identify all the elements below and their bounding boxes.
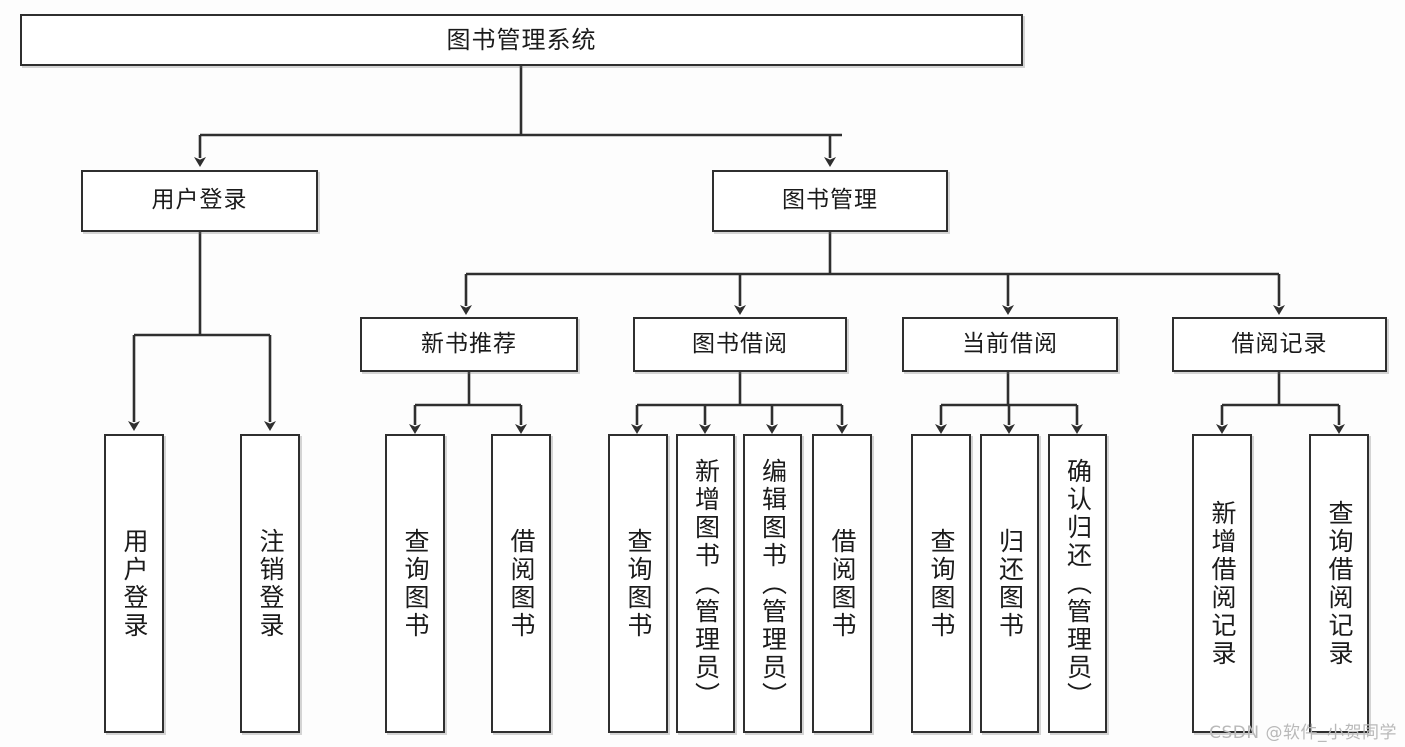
leaf-confirm-return-admin[interactable]: 确认归还（管理员）: [1048, 434, 1107, 733]
leaf-user-login[interactable]: 用户登录: [104, 434, 164, 733]
leaf-label: 新增借阅记录: [1208, 499, 1237, 668]
node-new-book-recommend[interactable]: 新书推荐: [360, 317, 578, 372]
node-label: 新书推荐: [421, 330, 517, 357]
watermark-text: CSDN @软件_小贺同学: [1209, 723, 1397, 743]
leaf-query-borrow-record[interactable]: 查询借阅记录: [1309, 434, 1369, 733]
node-label: 当前借阅: [962, 330, 1058, 357]
leaf-label: 用户登录: [120, 527, 149, 640]
leaf-label: 确认归还（管理员）: [1063, 457, 1093, 710]
leaf-label: 借阅图书: [507, 527, 536, 640]
node-user-login[interactable]: 用户登录: [81, 170, 318, 232]
leaf-label: 注销登录: [256, 527, 285, 640]
node-current-borrow[interactable]: 当前借阅: [902, 317, 1118, 372]
leaf-borrow-book-newbook[interactable]: 借阅图书: [491, 434, 551, 733]
leaf-logout[interactable]: 注销登录: [240, 434, 300, 733]
leaf-label: 查询图书: [624, 527, 653, 640]
leaf-label: 归还图书: [995, 527, 1025, 640]
leaf-add-book-admin[interactable]: 新增图书（管理员）: [676, 434, 735, 733]
node-label: 图书管理: [782, 187, 878, 214]
leaf-label: 查询图书: [401, 527, 430, 640]
leaf-return-book[interactable]: 归还图书: [980, 434, 1039, 733]
leaf-query-book-borrow[interactable]: 查询图书: [608, 434, 668, 733]
leaf-query-book-current[interactable]: 查询图书: [911, 434, 971, 733]
leaf-label: 借阅图书: [828, 527, 857, 640]
leaf-label: 查询图书: [927, 527, 956, 640]
node-label: 图书借阅: [692, 330, 788, 357]
node-label: 图书管理系统: [446, 25, 597, 54]
node-book-management[interactable]: 图书管理: [712, 170, 948, 232]
node-root-system[interactable]: 图书管理系统: [20, 14, 1023, 66]
leaf-query-book-newbook[interactable]: 查询图书: [385, 434, 445, 733]
node-borrow-record[interactable]: 借阅记录: [1172, 317, 1387, 372]
node-label: 借阅记录: [1231, 330, 1328, 357]
leaf-add-borrow-record[interactable]: 新增借阅记录: [1192, 434, 1252, 733]
leaf-borrow-book[interactable]: 借阅图书: [812, 434, 872, 733]
leaf-label: 新增图书（管理员）: [691, 457, 721, 710]
leaf-label: 查询借阅记录: [1325, 499, 1354, 668]
leaf-label: 编辑图书（管理员）: [758, 457, 788, 710]
node-label: 用户登录: [151, 187, 248, 214]
node-book-borrow[interactable]: 图书借阅: [633, 317, 847, 372]
leaf-edit-book-admin[interactable]: 编辑图书（管理员）: [743, 434, 802, 733]
